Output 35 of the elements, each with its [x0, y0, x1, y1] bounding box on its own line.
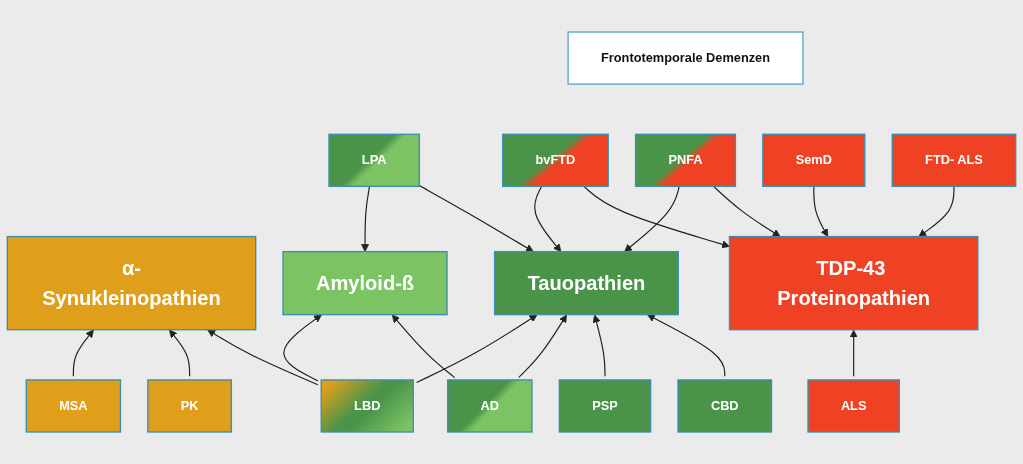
node-box: AD	[447, 379, 533, 433]
node-box: CBD	[677, 379, 773, 433]
arrow	[849, 329, 858, 377]
node-box: LBD	[320, 379, 414, 433]
node-box: SemD	[762, 133, 866, 188]
arrow	[207, 329, 319, 386]
node-box: PK	[147, 379, 233, 433]
arrow	[583, 185, 730, 249]
arrow	[813, 185, 829, 237]
arrow	[283, 314, 322, 382]
arrow	[518, 314, 567, 378]
node-box: Frontotemporale Demenzen	[567, 31, 804, 85]
arrow	[169, 329, 191, 377]
arrow	[418, 185, 534, 252]
node-box: α-Synukleinopathien	[6, 235, 257, 331]
arrow	[592, 314, 606, 377]
node-box: MSA	[25, 379, 122, 433]
node-box: ALS	[807, 379, 900, 433]
arrow	[534, 185, 562, 252]
node-box: LPA	[328, 133, 421, 188]
node-box: PNFA	[634, 133, 737, 188]
arrow	[647, 314, 726, 377]
arrow	[361, 185, 371, 252]
arrow	[624, 185, 680, 252]
arrow	[72, 329, 94, 377]
node-box: FTD- ALS	[891, 133, 1017, 188]
node-box: PSP	[558, 379, 652, 433]
node-box: Tauopathien	[493, 250, 679, 316]
arrow	[918, 185, 955, 237]
node-box: Amyloid-ß	[282, 250, 448, 316]
arrow	[415, 314, 538, 384]
arrow	[712, 185, 781, 237]
node-box: TDP-43 Proteinopathien	[728, 235, 979, 331]
node-box: bvFTD	[502, 133, 609, 188]
arrow	[391, 314, 456, 379]
